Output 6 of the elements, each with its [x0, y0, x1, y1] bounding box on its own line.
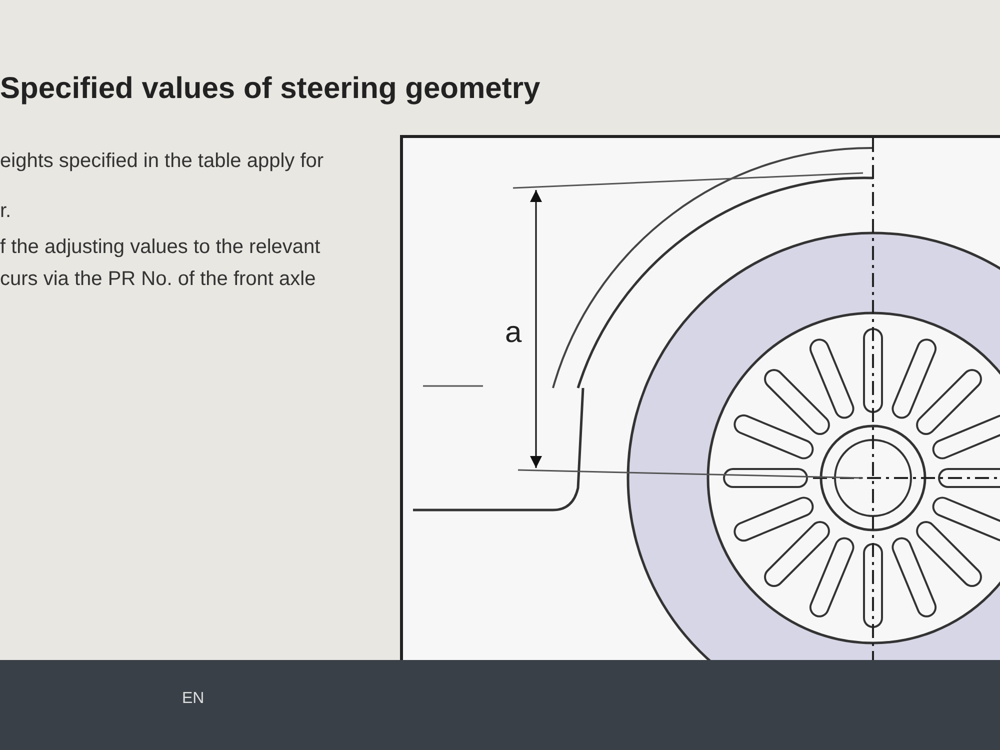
body-text: eights specified in the table apply for	[0, 150, 324, 173]
body-text: f the adjusting values to the relevant	[0, 236, 320, 259]
body-text: r.	[0, 200, 12, 223]
body-text: curs via the PR No. of the front axle	[0, 268, 316, 291]
language-indicator: EN	[182, 690, 204, 708]
page-title: Specified values of steering geometry	[0, 72, 540, 106]
